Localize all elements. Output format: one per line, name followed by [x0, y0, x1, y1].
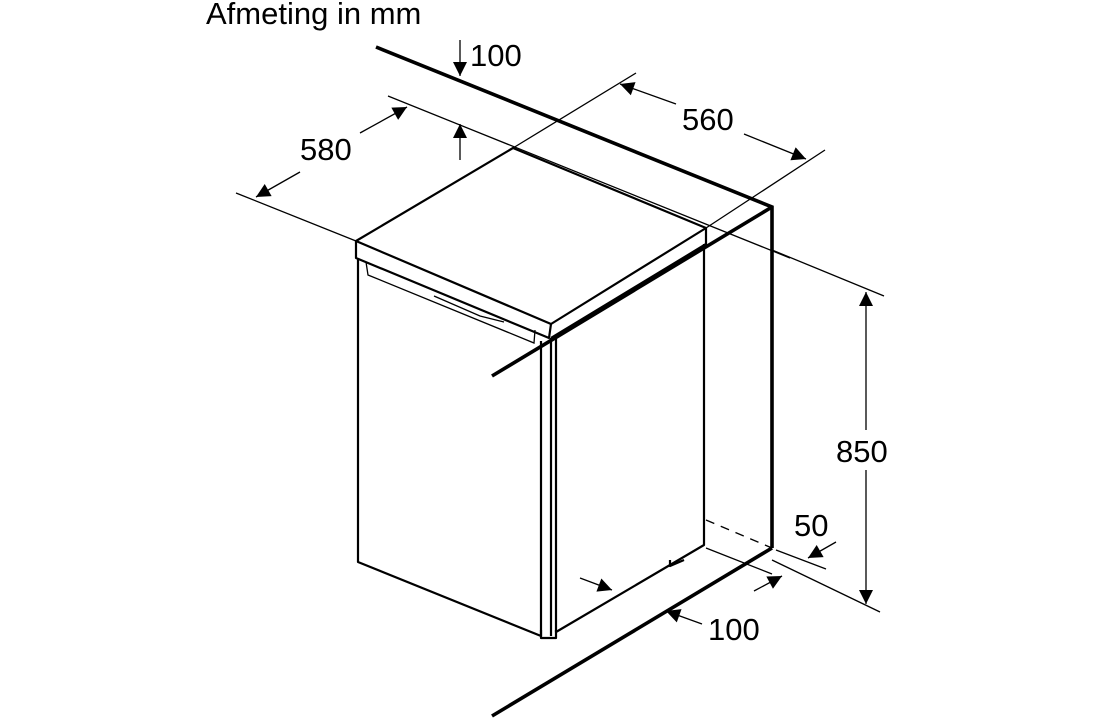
dim-rear-gap-label: 50: [794, 508, 828, 543]
diagram-title: Afmeting in mm: [206, 0, 421, 31]
dim-width-label: 560: [682, 102, 734, 137]
dim-side-clearance-label: 100: [708, 612, 760, 647]
niche-outline: [375, 45, 774, 718]
dim-rear-gap: 50: [753, 508, 837, 592]
appliance-body: [354, 146, 773, 640]
dim-depth: 580: [235, 95, 791, 259]
dim-depth-label: 580: [300, 132, 352, 167]
dim-side-clearance: 100: [579, 577, 760, 647]
dim-width: 560: [512, 72, 826, 229]
dim-top-clearance-label: 100: [470, 38, 522, 73]
dim-top-clearance: 100: [453, 38, 522, 76]
dim-height: 850: [771, 249, 888, 613]
dim-height-label: 850: [836, 434, 888, 469]
